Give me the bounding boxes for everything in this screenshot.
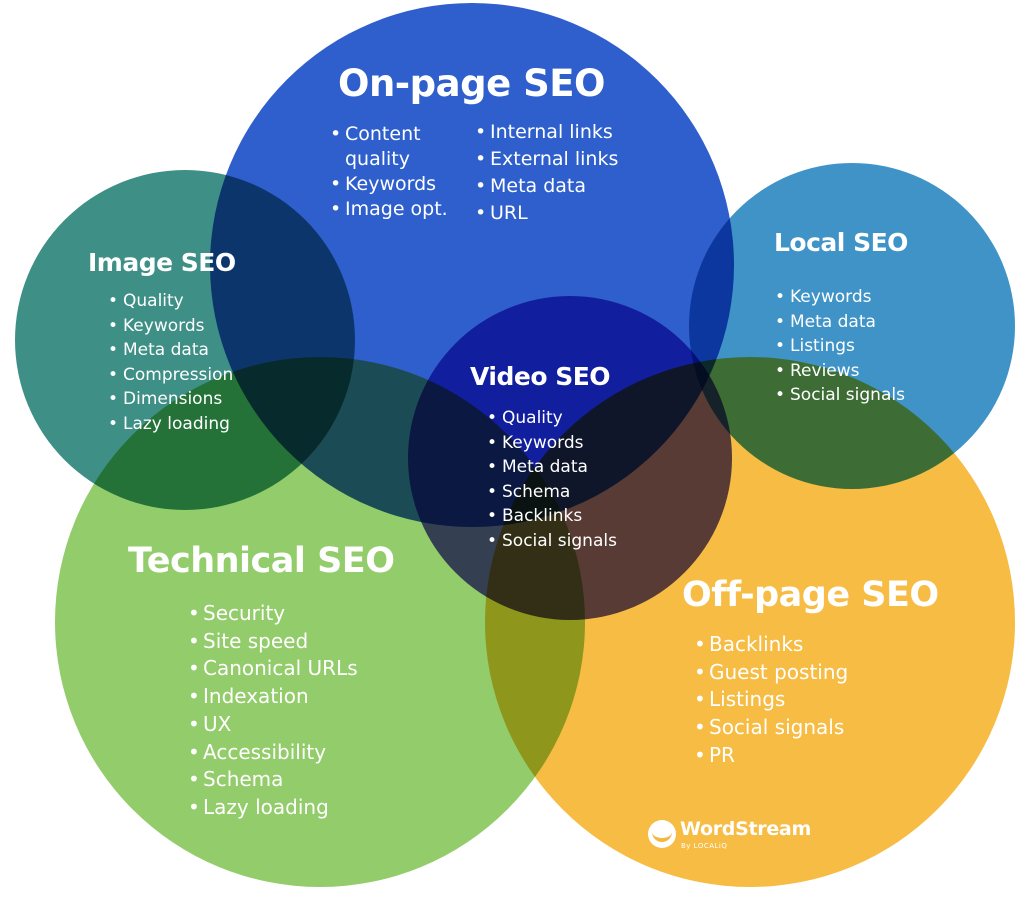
list-item: Meta data (487, 455, 617, 480)
list-item: Reviews (775, 359, 905, 384)
list-item: Meta data (475, 173, 618, 200)
list-item: Keywords (330, 172, 460, 197)
list-item: Backlinks (487, 504, 617, 529)
list-item: Indexation (188, 683, 358, 711)
list-item: Compression (108, 363, 233, 388)
video-seo-list: Quality Keywords Meta data Schema Backli… (487, 406, 617, 554)
list-item: Listings (775, 334, 905, 359)
list-item: Keywords (487, 431, 617, 456)
list-item: Keywords (775, 285, 905, 310)
list-item: Schema (188, 766, 358, 794)
onpage-seo-list-right: Internal links External links Meta data … (475, 119, 618, 227)
image-seo-title: Image SEO (88, 248, 236, 277)
offpage-seo-title: Off-page SEO (682, 575, 939, 615)
video-seo-title: Video SEO (470, 362, 611, 391)
list-item: Meta data (108, 338, 233, 363)
list-item: Image opt. (330, 197, 460, 222)
brand-name: WordStream (680, 818, 811, 840)
list-item: Lazy loading (188, 794, 358, 822)
list-item: Quality (487, 406, 617, 431)
list-item: Internal links (475, 119, 618, 146)
list-item: Backlinks (694, 631, 848, 659)
list-item: Lazy loading (108, 412, 233, 437)
image-seo-list: Quality Keywords Meta data Compression D… (108, 289, 233, 437)
list-item: Social signals (487, 529, 617, 554)
wordstream-logo-icon (648, 820, 676, 848)
list-item: Listings (694, 686, 848, 714)
technical-seo-title: Technical SEO (128, 541, 395, 581)
list-item: Guest posting (694, 659, 848, 687)
onpage-seo-title: On-page SEO (338, 62, 605, 105)
local-seo-list: Keywords Meta data Listings Reviews Soci… (775, 285, 905, 408)
local-seo-title: Local SEO (774, 228, 908, 257)
list-item: Quality (108, 289, 233, 314)
list-item: Dimensions (108, 387, 233, 412)
list-item: Social signals (775, 383, 905, 408)
list-item: Schema (487, 480, 617, 505)
list-item: Accessibility (188, 739, 358, 767)
list-item: Keywords (108, 314, 233, 339)
list-item: Content quality (330, 122, 460, 172)
list-item: Meta data (775, 310, 905, 335)
technical-seo-list: Security Site speed Canonical URLs Index… (188, 600, 358, 822)
list-item: Security (188, 600, 358, 628)
list-item: External links (475, 146, 618, 173)
list-item: Social signals (694, 714, 848, 742)
list-item: URL (475, 200, 618, 227)
brand-tagline: By LOCALiQ (681, 842, 728, 850)
list-item: PR (694, 742, 848, 770)
list-item: Canonical URLs (188, 655, 358, 683)
onpage-seo-list-left: Content quality Keywords Image opt. (330, 122, 460, 222)
list-item: UX (188, 711, 358, 739)
list-item: Site speed (188, 628, 358, 656)
offpage-seo-list: Backlinks Guest posting Listings Social … (694, 631, 848, 770)
